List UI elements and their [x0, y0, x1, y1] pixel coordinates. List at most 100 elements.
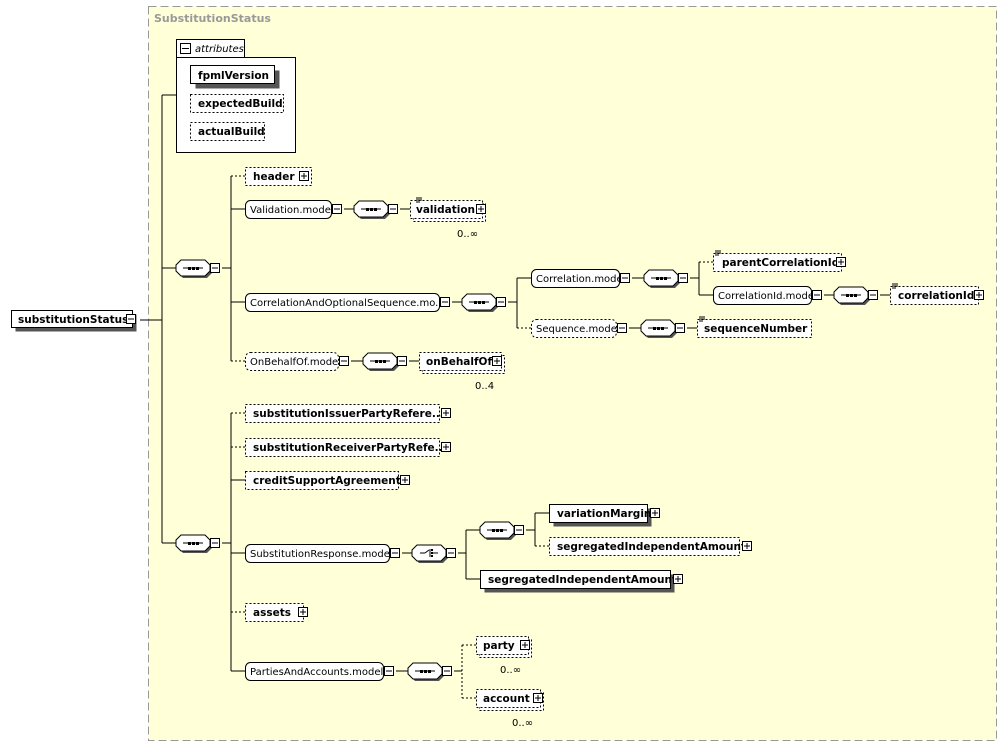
group-substitutionResponse-model[interactable]: SubstitutionResponse.model	[245, 544, 393, 563]
svg-text:header: header	[253, 171, 295, 183]
group-correlation-model[interactable]: Correlation.model	[531, 269, 626, 288]
collapse-icon-partiesAndAccounts-model[interactable]	[384, 666, 394, 676]
party-cardinality: 0..∞	[500, 665, 521, 676]
group-correlation-optional-sequence-model[interactable]: CorrelationAndOptionalSequence.mo...	[245, 293, 445, 312]
choice-compositor-substitutionResponse[interactable]	[411, 544, 448, 563]
group-validation-model[interactable]: Validation.model	[245, 200, 334, 219]
validation-element-stack[interactable]: validation	[410, 200, 486, 222]
collapse-icon-validation-sequence[interactable]	[388, 204, 398, 214]
sequence-compositor-variation[interactable]	[479, 521, 516, 540]
group-partiesAndAccounts-model[interactable]: PartiesAndAccounts.model	[245, 662, 384, 681]
expand-icon-issuerPartyReference[interactable]	[441, 408, 451, 418]
sequence-compositor-second[interactable]	[175, 534, 212, 553]
documentation-icon-correlationId	[892, 283, 898, 289]
collapse-icon-correlation-sequence[interactable]	[496, 297, 506, 307]
svg-text:correlationId: correlationId	[898, 290, 974, 302]
element-assets[interactable]: assets	[245, 603, 304, 622]
svg-text:Correlation.model: Correlation.model	[536, 274, 625, 285]
element-segregatedIndependentAmount[interactable]: segregatedIndependentAmount	[480, 570, 677, 593]
expand-icon-correlationId[interactable]	[974, 290, 984, 300]
svg-text:substitutionReceiverPartyRefe.: substitutionReceiverPartyRefe...	[253, 442, 447, 454]
account-element-stack[interactable]: account	[476, 689, 544, 711]
expand-icon-validation[interactable]	[476, 204, 486, 214]
expand-icon-account[interactable]	[533, 693, 543, 703]
sequence-compositor-sequence-model[interactable]	[640, 319, 677, 338]
sequence-compositor-onBehalfOf[interactable]	[362, 352, 399, 371]
element-parentCorrelationId[interactable]: parentCorrelationId	[713, 253, 842, 272]
expand-icon-variationMargin[interactable]	[650, 508, 660, 518]
sequence-compositor-correlation[interactable]	[461, 293, 498, 312]
svg-text:parentCorrelationId: parentCorrelationId	[722, 257, 839, 269]
element-substitutionReceiverPartyReference[interactable]: substitutionReceiverPartyRefe...	[245, 438, 447, 457]
documentation-icon-validation	[416, 197, 422, 203]
sequence-compositor-validation[interactable]	[353, 200, 390, 219]
sequence-compositor-partiesAndAccounts[interactable]	[407, 662, 444, 681]
element-correlationId[interactable]: correlationId	[890, 286, 979, 305]
collapse-icon-first-sequence[interactable]	[210, 263, 220, 273]
svg-text:Validation.model: Validation.model	[250, 205, 334, 216]
collapse-icon-onBehalfOf-model[interactable]	[339, 356, 349, 366]
svg-text:PartiesAndAccounts.model: PartiesAndAccounts.model	[250, 667, 383, 678]
group-sequence-model[interactable]: Sequence.model	[531, 319, 620, 338]
svg-text:segregatedIndependentAmount: segregatedIndependentAmount	[488, 574, 677, 586]
group-correlationId-model[interactable]: CorrelationId.model	[713, 286, 817, 305]
element-creditSupportAgreement[interactable]: creditSupportAgreement	[245, 471, 401, 490]
collapse-icon-correlationId-model[interactable]	[812, 290, 822, 300]
collapse-icon-choice[interactable]	[446, 548, 456, 558]
collapse-icon-sequence-model-sequence[interactable]	[675, 323, 685, 333]
collapse-icon-correlation-model[interactable]	[620, 273, 630, 283]
root-collapse-icon[interactable]	[126, 314, 136, 324]
svg-text:substitutionIssuerPartyRefere.: substitutionIssuerPartyRefere...	[253, 408, 444, 420]
collapse-icon-onBehalfOf-sequence[interactable]	[397, 356, 407, 366]
expand-icon-receiverPartyReference[interactable]	[441, 442, 451, 452]
documentation-icon-sequenceNumber	[699, 316, 705, 322]
collapse-icon-correlation-seq-model[interactable]	[440, 297, 450, 307]
expand-icon-parentCorrelationId[interactable]	[836, 257, 846, 267]
svg-text:SubstitutionResponse.model: SubstitutionResponse.model	[250, 549, 393, 560]
collapse-icon-variation-sequence[interactable]	[514, 525, 524, 535]
collapse-icon-validation-model[interactable]	[332, 204, 342, 214]
icon-layer	[210, 171, 984, 703]
attributes-collapse-icon[interactable]	[180, 43, 191, 54]
attribute-fpmlVersion[interactable]: fpmlVersion	[190, 65, 280, 89]
sequence-compositor-correlationId-model[interactable]	[833, 286, 870, 305]
expand-icon-segregatedIndependentAmount[interactable]	[673, 574, 683, 584]
svg-text:expectedBuild: expectedBuild	[198, 98, 283, 110]
attributes-title: attributes	[195, 44, 244, 55]
expand-icon-segregatedIndependentAmount-optional[interactable]	[742, 541, 752, 551]
expand-icon-header[interactable]	[299, 171, 309, 181]
expand-icon-creditSupportAgreement[interactable]	[400, 475, 410, 485]
element-header[interactable]: header	[245, 167, 312, 186]
party-element-stack[interactable]: party	[476, 636, 532, 658]
connector-lines	[140, 94, 890, 699]
collapse-icon-sequence-model[interactable]	[617, 323, 627, 333]
collapse-icon-correlationId-sequence[interactable]	[868, 290, 878, 300]
svg-text:OnBehalfOf.model: OnBehalfOf.model	[250, 357, 341, 368]
group-onBehalfOf-model[interactable]: OnBehalfOf.model	[245, 352, 341, 371]
validation-cardinality: 0..∞	[457, 229, 478, 240]
attribute-expectedBuild[interactable]: expectedBuild	[190, 94, 284, 113]
element-variationMargin[interactable]: variationMargin	[549, 504, 652, 527]
element-sequenceNumber[interactable]: sequenceNumber	[697, 319, 812, 338]
svg-text:CorrelationAndOptionalSequence: CorrelationAndOptionalSequence.mo...	[250, 298, 445, 309]
svg-text:actualBuild: actualBuild	[198, 126, 265, 138]
svg-text:fpmlVersion: fpmlVersion	[198, 70, 269, 82]
attribute-actualBuild[interactable]: actualBuild	[190, 122, 265, 141]
sequence-compositor-first[interactable]	[175, 259, 212, 278]
expand-icon-onBehalfOf[interactable]	[492, 356, 502, 366]
collapse-icon-second-sequence[interactable]	[210, 538, 220, 548]
collapse-icon-substitutionResponse-model[interactable]	[390, 548, 400, 558]
onBehalfOf-element-stack[interactable]: onBehalfOf	[419, 352, 505, 374]
account-cardinality: 0..∞	[512, 718, 533, 729]
sequence-compositor-correlation-model[interactable]	[643, 269, 680, 288]
expand-icon-party[interactable]	[520, 640, 530, 650]
element-segregatedIndependentAmount-optional[interactable]: segregatedIndependentAmount	[549, 537, 746, 556]
collapse-icon-correlation-model-sequence[interactable]	[678, 273, 688, 283]
root-element-substitutionStatus[interactable]: substitutionStatus	[11, 310, 137, 332]
element-substitutionIssuerPartyReference[interactable]: substitutionIssuerPartyRefere...	[245, 404, 444, 423]
collapse-icon-parties-sequence[interactable]	[442, 666, 452, 676]
element-party: party	[483, 640, 515, 652]
svg-text:Sequence.model: Sequence.model	[536, 324, 620, 335]
expand-icon-assets[interactable]	[298, 607, 308, 617]
